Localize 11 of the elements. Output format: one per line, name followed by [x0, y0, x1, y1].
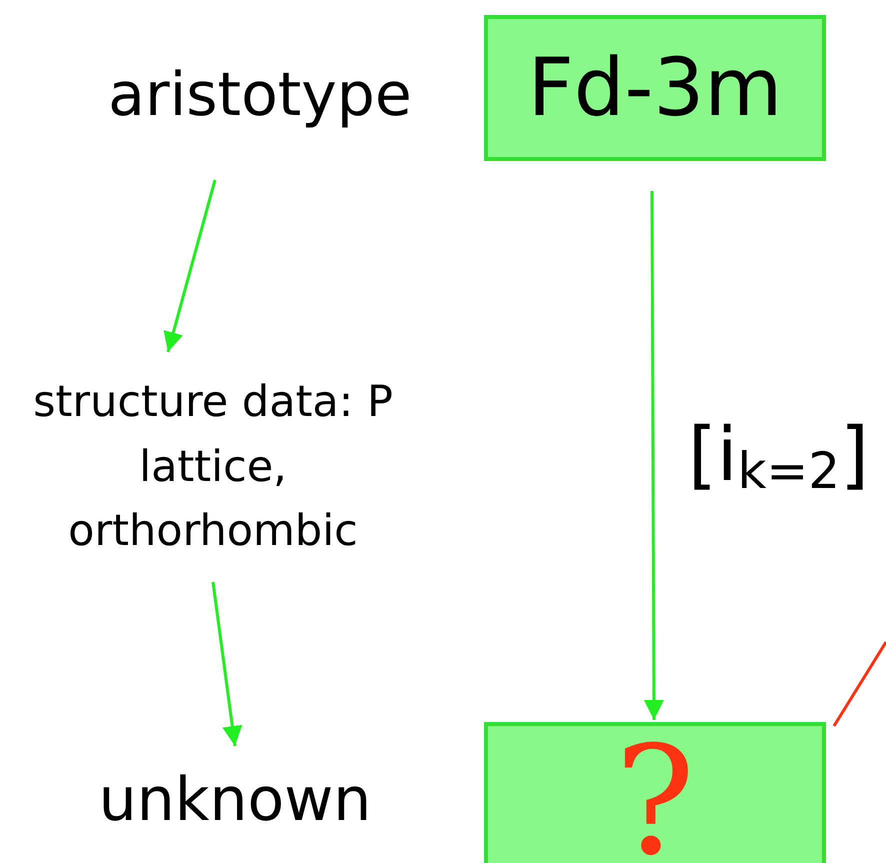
- space-group-box: [484, 722, 826, 863]
- space-group-symbol: Fd-3m: [528, 48, 782, 128]
- step-label: structure data: P lattice, orthorhombic: [32, 376, 394, 558]
- connector-line: [832, 641, 886, 727]
- step-label: unknown: [98, 764, 372, 837]
- question-mark: ?: [614, 727, 696, 863]
- arrow: [644, 191, 664, 720]
- arrow: [212, 582, 242, 746]
- space-group-box: [484, 15, 826, 161]
- step-label: aristotype: [108, 59, 412, 132]
- arrow: [164, 180, 216, 352]
